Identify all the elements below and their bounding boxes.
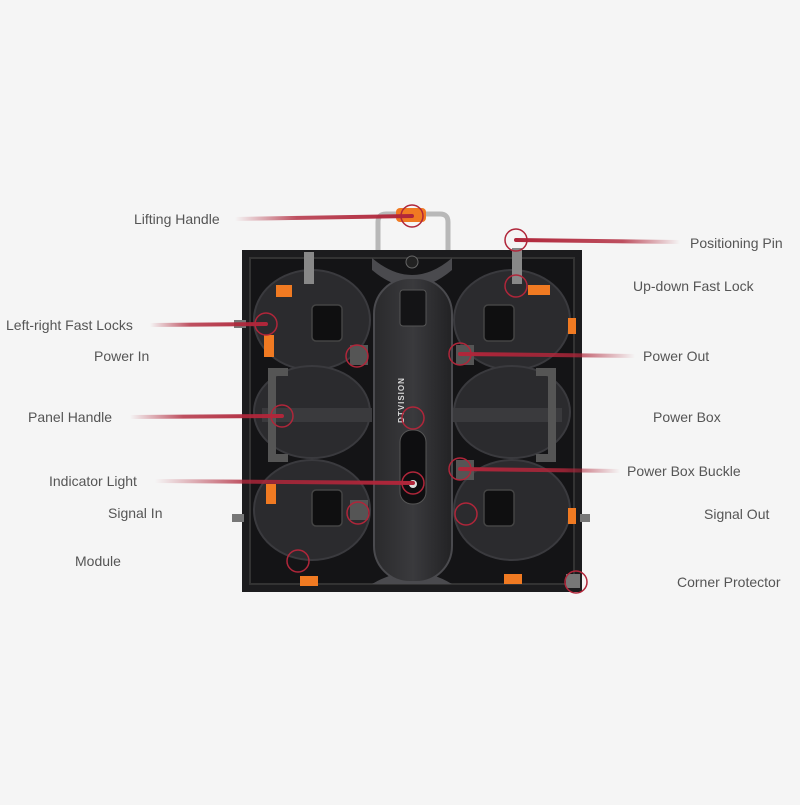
module-slots xyxy=(311,304,515,527)
label-signal-out: Signal Out xyxy=(704,506,770,522)
callout-line-left-right-fast-locks xyxy=(148,322,268,327)
label-module: Module xyxy=(75,553,121,569)
callout-line-lifting-handle xyxy=(233,214,414,221)
callout-circle-power-box xyxy=(401,406,425,430)
callout-circle-positioning-pin xyxy=(504,228,528,252)
label-left-right-fast-locks: Left-right Fast Locks xyxy=(6,317,133,333)
brand-text: DTVISION xyxy=(397,377,406,423)
label-lifting-handle: Lifting Handle xyxy=(134,211,220,227)
positioning-pin-left xyxy=(304,252,314,284)
left-rail xyxy=(262,408,372,422)
label-power-in: Power In xyxy=(94,348,150,364)
callout-circle-power-out xyxy=(448,342,472,366)
callout-circle-panel-handle xyxy=(270,404,294,428)
label-power-out: Power Out xyxy=(643,348,710,364)
label-power-box-buckle: Power Box Buckle xyxy=(627,463,741,479)
label-corner-protector: Corner Protector xyxy=(677,574,781,590)
callout-circle-signal-out xyxy=(454,502,478,526)
top-bracket-hole xyxy=(405,255,419,269)
callout-line-power-out xyxy=(458,352,637,358)
label-up-down-fast-lock: Up-down Fast Lock xyxy=(633,278,754,294)
callout-circle-power-in xyxy=(345,344,369,368)
callout-line-indicator-light xyxy=(153,479,415,485)
callouts xyxy=(128,204,697,594)
label-indicator-light: Indicator Light xyxy=(49,473,137,489)
label-signal-in: Signal In xyxy=(108,505,163,521)
corner-protector xyxy=(566,574,580,588)
callout-circle-module xyxy=(286,549,310,573)
right-panel-handle xyxy=(536,368,556,462)
power-box-indicator-slot xyxy=(399,429,427,505)
label-panel-handle: Panel Handle xyxy=(28,409,113,425)
callout-circle-corner-protector xyxy=(564,570,588,594)
top-bracket xyxy=(372,258,452,287)
callout-circle-left-right-fast-locks xyxy=(254,312,278,336)
callout-circle-up-down-fast-lock xyxy=(504,274,528,298)
callout-circle-power-box-buckle xyxy=(448,457,472,481)
callout-line-panel-handle xyxy=(128,414,284,419)
callout-line-positioning-pin xyxy=(514,238,682,244)
callout-circle-lifting-handle xyxy=(400,204,424,228)
label-positioning-pin: Positioning Pin xyxy=(690,235,783,251)
positioning-pin-right xyxy=(512,248,522,284)
callout-circle-signal-in xyxy=(346,501,370,525)
power-box-window xyxy=(399,289,427,327)
callout-line-power-box-buckle xyxy=(458,467,622,473)
label-power-box: Power Box xyxy=(653,409,721,425)
callout-circle-indicator-light xyxy=(401,471,425,495)
